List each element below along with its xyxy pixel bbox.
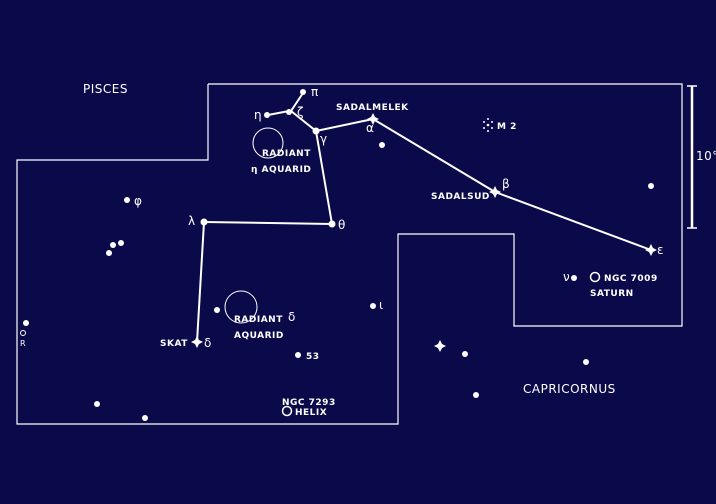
star-zeta xyxy=(286,109,292,115)
star-label-sadalmelek: SADALMELEK xyxy=(336,103,409,113)
ngc7293-label: NGC 7293 xyxy=(282,398,336,408)
star-south-1 xyxy=(94,401,100,407)
star-skat-marker xyxy=(191,336,203,348)
star-label-53: 53 xyxy=(306,352,320,362)
star-label-phi: φ xyxy=(134,194,142,208)
constellation-boundary xyxy=(16,83,683,425)
star-label-alpha: α xyxy=(366,121,374,135)
star-r-variable-marker xyxy=(20,330,26,336)
star-theta xyxy=(328,220,336,228)
m2-label: M 2 xyxy=(497,122,517,132)
star-epsilon-marker xyxy=(645,244,657,256)
star-53 xyxy=(295,352,301,358)
star-cluster-3 xyxy=(106,250,112,256)
line-zeta-gamma xyxy=(290,110,317,132)
star-east-1 xyxy=(648,183,654,189)
line-beta-epsilon xyxy=(494,191,652,251)
line-lambda-skat xyxy=(196,221,205,343)
line-eta-zeta xyxy=(267,110,290,116)
m2-cluster-icon xyxy=(483,118,493,132)
star-sadalmelek-marker xyxy=(367,113,379,125)
star-eta xyxy=(264,112,270,118)
helix-label: HELIX xyxy=(295,408,327,418)
star-cap-1 xyxy=(462,351,468,357)
star-cap-2 xyxy=(473,392,479,398)
star-lambda xyxy=(200,218,208,226)
star-label-epsilon: ε xyxy=(657,243,664,257)
star-nu xyxy=(571,275,577,281)
star-label-iota: ι xyxy=(379,298,383,312)
star-label-zeta: ζ xyxy=(297,105,304,119)
asterism-lines xyxy=(196,92,652,343)
star-cluster-2 xyxy=(118,240,124,246)
line-gamma-theta xyxy=(315,130,333,225)
star-cap-3 xyxy=(583,359,589,365)
star-label-theta: θ xyxy=(338,218,345,232)
star-label-nu: ν xyxy=(563,270,570,284)
scale-bar: 10° xyxy=(687,85,716,229)
line-zeta-pi xyxy=(290,92,304,112)
star-label-eta: η xyxy=(254,108,262,122)
star-label-skat: SKAT xyxy=(160,339,188,349)
star-phi xyxy=(124,197,130,203)
delta-radiant-label: RADIANT xyxy=(234,315,283,325)
ngc7009-marker xyxy=(589,271,601,283)
star-sadalsud-marker xyxy=(489,186,501,198)
scale-label: 10° xyxy=(696,149,716,163)
star-near-alpha xyxy=(379,142,385,148)
ngc7293-marker xyxy=(281,405,293,417)
star-label-gamma: γ xyxy=(320,132,327,146)
star-label-sadalsud: SADALSUD xyxy=(431,192,490,202)
line-theta-lambda xyxy=(203,221,333,225)
delta-radiant-symbol: δ xyxy=(288,310,295,324)
saturn-label: SATURN xyxy=(590,289,634,299)
star-south-2 xyxy=(142,415,148,421)
star-label-delta: δ xyxy=(204,336,211,350)
delta-aquarid-radiant-circle xyxy=(224,290,258,324)
delta-aquarid-label: AQUARID xyxy=(234,331,284,341)
constellation-label-pisces: PISCES xyxy=(83,82,128,96)
line-gamma-alpha xyxy=(315,118,374,132)
star-label-pi: π xyxy=(311,85,318,99)
eta-radiant-label: RADIANT xyxy=(262,149,311,159)
star-near-delta-radiant xyxy=(214,307,220,313)
constellation-label-capricornus: CAPRICORNUS xyxy=(523,382,616,396)
star-west-r xyxy=(23,320,29,326)
eta-aquarid-radiant-circle xyxy=(252,127,284,159)
dot-stars xyxy=(23,89,654,421)
star-label-r: R xyxy=(20,339,26,348)
star-cluster-1 xyxy=(110,242,116,248)
line-alpha-beta xyxy=(372,118,496,193)
star-pi xyxy=(300,89,306,95)
star-gamma xyxy=(312,127,320,135)
eta-aquarid-label: η AQUARID xyxy=(251,165,311,175)
star-label-beta: β xyxy=(502,177,510,191)
star-iota xyxy=(370,303,376,309)
star-capricornus-bright-marker xyxy=(434,340,446,352)
ngc7009-label: NGC 7009 xyxy=(604,274,658,284)
star-label-lambda: λ xyxy=(188,214,195,228)
